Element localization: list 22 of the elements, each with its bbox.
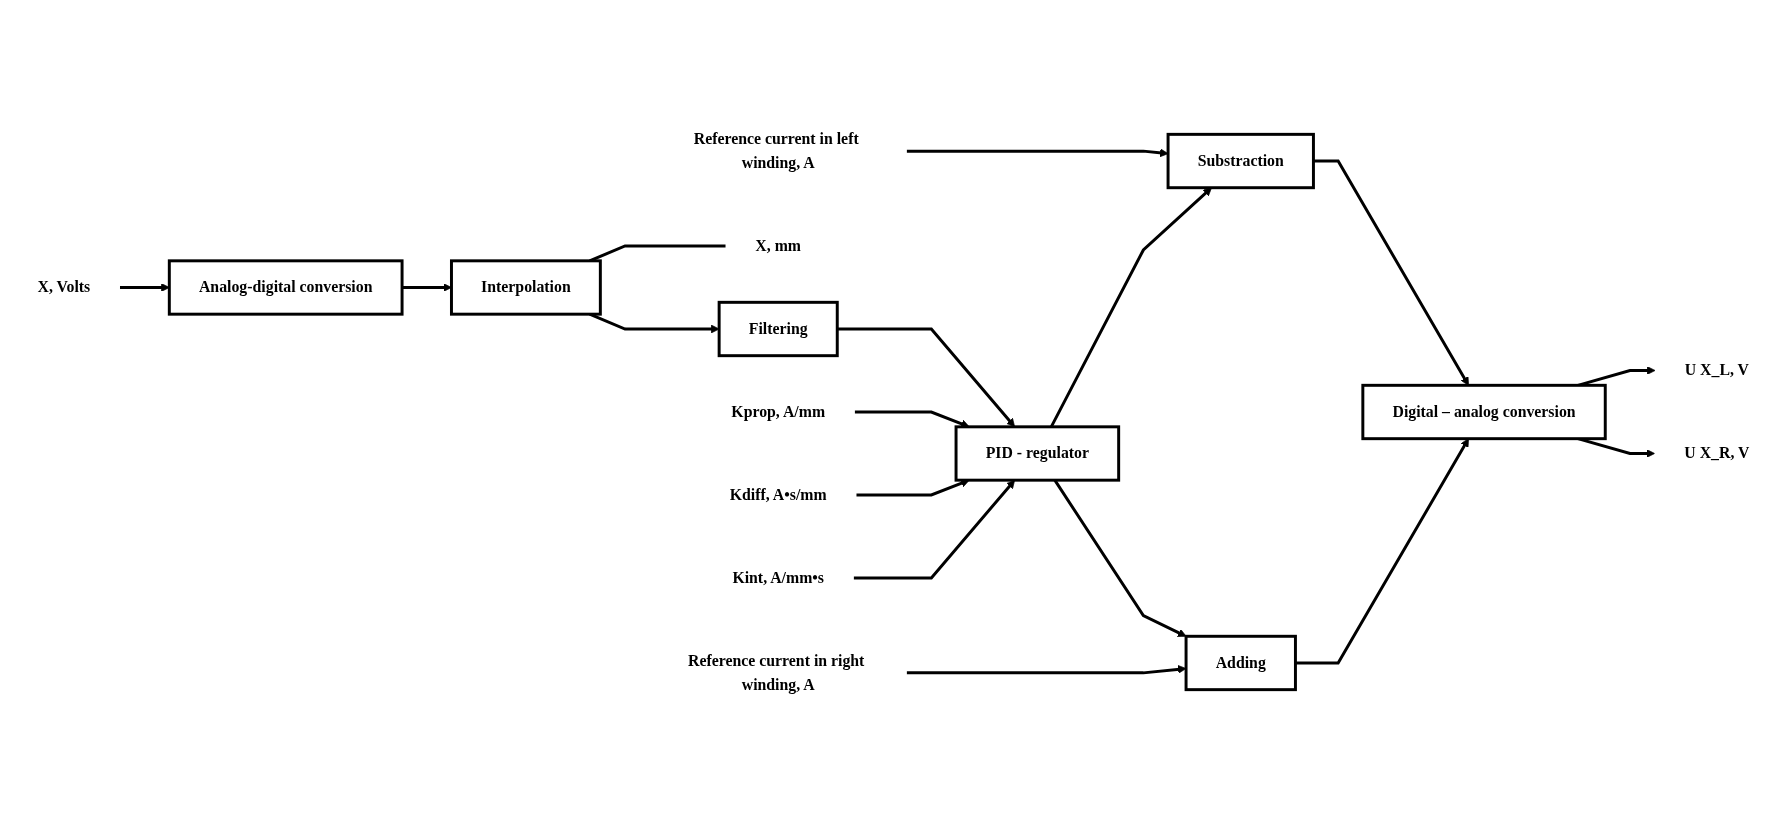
node-box: Adding — [1184, 634, 1297, 692]
node-box: PID - regulator — [954, 425, 1121, 482]
node-text: U X_R, V — [1684, 444, 1750, 462]
arrow — [906, 665, 1187, 675]
node-box: Digital – analog conversion — [1361, 383, 1607, 441]
arrow — [1295, 438, 1469, 665]
node-text: X, mm — [755, 237, 802, 254]
node-box: Substraction — [1166, 132, 1315, 190]
node-text: Kdiff, A•s/mm — [729, 486, 827, 503]
arrow — [402, 283, 452, 292]
node-text: Kint, A/mm•s — [732, 569, 824, 586]
node-text: U X_L, V — [1684, 361, 1750, 379]
node-text: X, Volts — [37, 278, 91, 296]
arrow — [1313, 159, 1469, 386]
node-box: Analog-digital conversion — [167, 259, 404, 316]
node-text: Reference current in right winding, A — [688, 652, 865, 693]
node-box: Interpolation — [450, 259, 602, 316]
arrow — [119, 283, 170, 292]
node-box: Filtering — [717, 300, 839, 358]
arrow — [906, 148, 1169, 158]
node-text: Reference current in left winding, A — [693, 130, 859, 171]
node-text: Kprop, A/mm — [731, 403, 826, 420]
